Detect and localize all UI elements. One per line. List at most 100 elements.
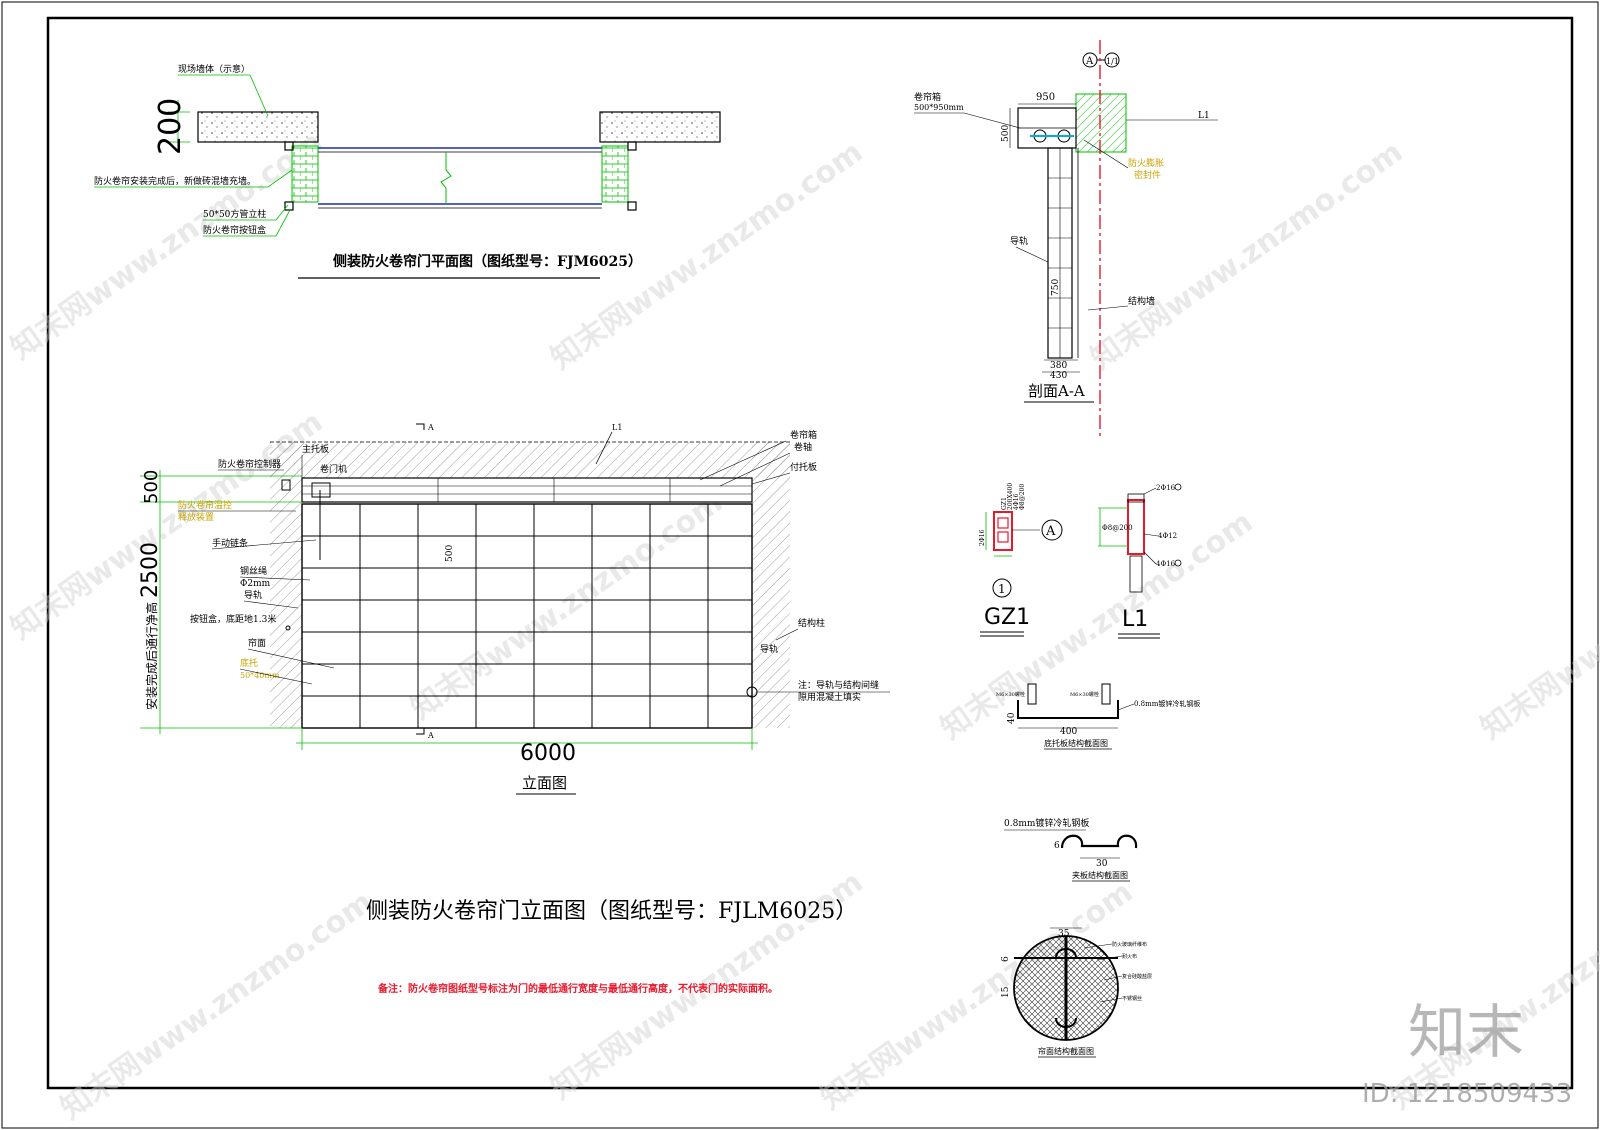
main-title: 侧装防火卷帘门立面图（图纸型号：FJLM6025）	[366, 899, 857, 924]
elev-label-bottom-size: 50*40mm	[240, 671, 280, 680]
elev-label-chain: 手动链条	[212, 537, 248, 549]
brand-logo: 知末	[1408, 998, 1524, 1066]
detail-curtain: 35 6 15 防火玻璃纤维布 耐火布 复合硅酸盐层 不锈钢丝 帘面结构截面图	[1001, 927, 1152, 1058]
elev-label-axle: 卷轴	[794, 441, 812, 453]
section-label-box: 卷帘箱	[914, 91, 941, 103]
plan-wall-right	[599, 111, 721, 143]
plan-label-post: 50*50方管立柱	[203, 208, 266, 220]
svg-text:知末网www.znzmo.com: 知末网www.znzmo.com	[405, 485, 730, 727]
slat-title: 夹板结构截面图	[1072, 870, 1128, 880]
section-label-box-size: 500*950mm	[914, 103, 964, 112]
curtain-label-1: 防火玻璃纤维布	[1112, 941, 1147, 948]
l1-line-2: Φ8@200	[1102, 524, 1133, 532]
plan-brick-left	[291, 145, 319, 203]
gz1-line-1: GZ1	[1001, 497, 1008, 510]
section-label-wall: 结构墙	[1128, 295, 1155, 307]
elev-dim-500: 500	[141, 470, 162, 504]
detail-gz1: 2Φ16 GZ1 200X400 4Φ16 Φ8@200 A 1 GZ1	[979, 483, 1063, 637]
section-mark-b: 1/1	[1106, 57, 1119, 66]
gz1-title: GZ1	[984, 605, 1030, 630]
elev-label-side-bracket: 付托板	[790, 461, 817, 473]
elev-label-rail: 导轨	[244, 589, 262, 601]
section-title: 剖面A-A	[1028, 382, 1085, 400]
remark: 备注：防火卷帘图纸型号标注为门的最低通行宽度与最低通行高度，不代表门的实际面积。	[377, 982, 778, 995]
brand-id: ID: 1218509433	[1362, 1079, 1572, 1109]
l1-line-1: 2Φ16	[1156, 484, 1176, 492]
elev-label-thermal: 防火卷帘温控	[178, 499, 232, 511]
curtain-dim-35: 35	[1058, 929, 1070, 939]
gz1-side-dim: 2Φ16	[979, 529, 986, 546]
curtain-title: 帘面结构截面图	[1038, 1046, 1094, 1056]
svg-text:知末网www.znzmo.com: 知末网www.znzmo.com	[55, 885, 380, 1127]
elev-note-1: 注：导轨与结构间缝	[798, 679, 879, 691]
section-mark-bottom: A	[427, 731, 434, 740]
section-mark-a: A	[1085, 56, 1094, 67]
elev-vertical-label: 安装完成后通行净高	[144, 602, 159, 710]
drawing-frame	[46, 16, 1574, 1090]
bottom-plate-bolt-left: M6×30螺栓	[996, 691, 1025, 698]
section-dim-380: 380	[1050, 361, 1067, 371]
bottom-plate-title: 底托板结构截面图	[1044, 738, 1108, 748]
elev-label-wire-size: Φ2mm	[240, 579, 271, 589]
elev-label-column: 结构柱	[798, 617, 825, 629]
slat-dim-6: 6	[1054, 841, 1060, 851]
elev-label-curtain: 帘面	[248, 637, 266, 649]
l1-line-3: 4Φ12	[1158, 532, 1177, 540]
elev-label-rail-right: 导轨	[760, 643, 778, 655]
plan-wall-left	[197, 111, 319, 143]
section-a-a: A 1/1 950 500 750 380 430 卷帘箱	[914, 40, 1218, 440]
elev-label-motor: 卷门机	[320, 463, 347, 475]
plan-label-button-box: 防火卷帘按钮盒	[203, 224, 266, 236]
gz1-mark: 1	[998, 582, 1006, 596]
curtain-label-2: 耐火布	[1122, 953, 1137, 960]
svg-text:知末网www.znzmo.com: 知末网www.znzmo.com	[1475, 505, 1600, 747]
section-dim-950: 950	[1036, 92, 1055, 103]
bottom-plate-bolt-right: M6×30螺栓	[1070, 691, 1099, 698]
bottom-plate-note: 0.8mm镀锌冷轧钢板	[1134, 699, 1200, 708]
gz1-line-2: 200X400	[1007, 483, 1014, 510]
section-dim-750: 750	[1051, 279, 1061, 296]
elev-label-main-bracket: 主托板	[302, 443, 329, 455]
section-label-rail: 导轨	[1010, 235, 1028, 247]
plan-title: 侧装防火卷帘门平面图（图纸型号：FJM6025）	[333, 253, 642, 270]
section-dim-500: 500	[1001, 125, 1011, 142]
section-wall	[1075, 93, 1127, 153]
elev-dim-2500: 2500	[138, 542, 163, 598]
plan-view: 200 现场墙体（示意） 防火卷帘安装完成后，新做砖混墙充墙。 50*50方管立…	[94, 63, 721, 279]
elev-dim-width: 6000	[520, 741, 576, 766]
section-label-seal-1: 防火膨胀	[1128, 157, 1164, 169]
elevation-title: 立面图	[522, 774, 567, 792]
plan-label-wall: 现场墙体（示意）	[178, 63, 250, 75]
curtain-dim-6: 6	[1001, 956, 1011, 962]
elev-note-2: 隙用混凝土填实	[798, 691, 861, 703]
bottom-plate-dim-400: 400	[1060, 727, 1077, 737]
curtain-label-3: 复合硅酸盐层	[1122, 973, 1152, 980]
elev-label-wire: 钢丝绳	[240, 565, 267, 577]
section-label-L1: L1	[1198, 111, 1210, 121]
slat-dim-30: 30	[1096, 859, 1108, 869]
detail-bottom-plate: 400 40 M6×30螺栓 M6×30螺栓 0.8mm镀锌冷轧钢板 底托板结构…	[996, 683, 1200, 750]
elev-label-roll-box: 卷帘箱	[790, 429, 817, 441]
detail-l1: 2Φ16 Φ8@200 4Φ12 4Φ16 L1	[1098, 483, 1182, 639]
curtain-dim-15: 15	[1001, 986, 1011, 998]
l1-line-4: 4Φ16	[1156, 560, 1176, 568]
gz1-line-3: 4Φ16	[1013, 493, 1020, 510]
elev-label-button-box: 按钮盒，底距地1.3米	[190, 613, 276, 625]
roll-box	[301, 477, 753, 503]
plan-brick-right	[601, 145, 629, 203]
elev-label-L1: L1	[612, 423, 622, 432]
detail-slat: 0.8mm镀锌冷轧钢板 30 6 夹板结构截面图	[1004, 817, 1138, 882]
curtain-panel	[301, 490, 753, 729]
gz1-line-4: Φ8@200	[1019, 484, 1026, 510]
elev-label-bottom: 底托	[240, 657, 258, 669]
elevation-view: 500 A A L1 500 2500 安装完成后通行净高 6000 立面图 防…	[138, 423, 890, 795]
elev-dim-inner-500: 500	[445, 545, 455, 562]
gz1-circle-a: A	[1045, 524, 1056, 539]
svg-text:知末网www.znzmo.com: 知末网www.znzmo.com	[5, 125, 330, 367]
plan-dim-200: 200	[153, 98, 188, 155]
elev-label-controller: 防火卷帘控制器	[218, 458, 281, 470]
plan-label-fill-wall: 防火卷帘安装完成后，新做砖混墙充墙。	[94, 175, 256, 187]
l1-title: L1	[1122, 607, 1148, 632]
elev-label-release: 释放装置	[178, 511, 214, 523]
